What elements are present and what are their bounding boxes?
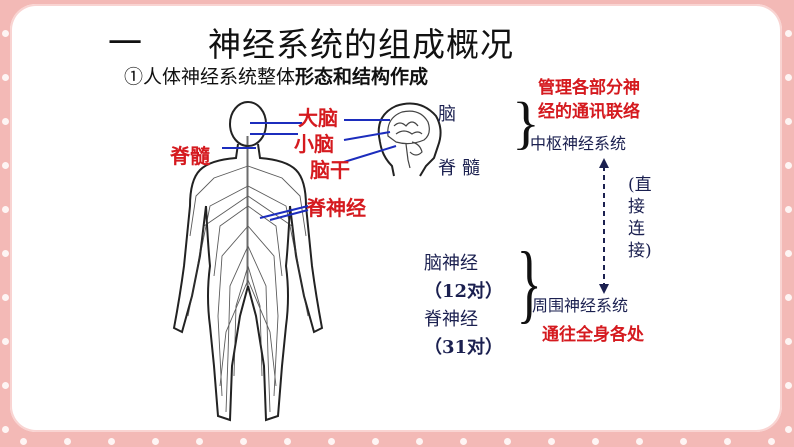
- decorative-dot: [328, 438, 335, 445]
- decorative-dot: [785, 382, 792, 389]
- decorative-dot: [2, 426, 9, 433]
- decorative-dot: [785, 74, 792, 81]
- decorative-dot: [2, 118, 9, 125]
- pns-spinal-nerve: 脊神经: [424, 309, 478, 330]
- label-spinal-cord: 脊髓: [170, 144, 210, 168]
- spinal-cord-pointer: [222, 147, 256, 149]
- label-cerebrum: 大脑: [298, 106, 338, 130]
- pns-brace-icon: }: [516, 235, 542, 332]
- slide-canvas: 一 神经系统的组成概况 ①人体神经系统整体形态和结构作成: [10, 4, 782, 432]
- pns-name: 周围神经系统: [532, 296, 629, 315]
- decorative-dot: [785, 250, 792, 257]
- label-spinal-nerve: 脊神经: [306, 196, 366, 220]
- decorative-dot: [2, 74, 9, 81]
- decorative-dot: [372, 438, 379, 445]
- decorative-dot: [768, 438, 775, 445]
- decorative-dot: [196, 438, 203, 445]
- title-dash: 一: [108, 24, 142, 64]
- label-pointer-lines: [250, 119, 397, 163]
- decorative-dot: [785, 294, 792, 301]
- decorative-dot: [2, 338, 9, 345]
- decorative-dot: [785, 338, 792, 345]
- decorative-dot: [2, 30, 9, 37]
- decorative-dot: [152, 438, 159, 445]
- human-body-nervous-system-illustration: [172, 101, 324, 422]
- page-title: 神经系统的组成概况: [208, 25, 514, 64]
- cns-spinal-cord: 脊髓: [438, 158, 486, 179]
- decorative-dot: [636, 438, 643, 445]
- pns-spinal-pairs: （31对）: [424, 337, 504, 358]
- dashed-double-arrow-icon: [599, 158, 609, 294]
- cns-brace-icon: }: [512, 90, 540, 155]
- cns-note: 管理各部分神 经的通讯联络: [538, 76, 640, 124]
- decorative-dot: [2, 294, 9, 301]
- decorative-dot: [2, 206, 9, 213]
- pns-cranial-pairs: （12对）: [424, 281, 504, 302]
- decorative-dot: [240, 438, 247, 445]
- subtitle: ①人体神经系统整体形态和结构作成: [124, 62, 428, 89]
- decorative-dot: [592, 438, 599, 445]
- pns-left: 脑神经 （12对） 脊神经 （31对）: [424, 250, 503, 362]
- decorative-dot: [785, 30, 792, 37]
- decorative-dot: [108, 438, 115, 445]
- decorative-dot: [460, 438, 467, 445]
- decorative-dot: [785, 206, 792, 213]
- label-brainstem: 脑干: [310, 158, 350, 182]
- cns-name: 中枢神经系统: [530, 134, 627, 153]
- decorative-dot: [680, 438, 687, 445]
- decorative-dot: [504, 438, 511, 445]
- decorative-dot: [2, 382, 9, 389]
- decorative-dot: [20, 438, 27, 445]
- subtitle-prefix: ①人体神经系统整体: [124, 66, 296, 88]
- decorative-dot: [724, 438, 731, 445]
- link-text: (直接连接): [628, 175, 652, 261]
- decorative-dot: [785, 118, 792, 125]
- decorative-dot: [548, 438, 555, 445]
- pns-cranial-nerve: 脑神经: [424, 253, 478, 274]
- label-cerebellum: 小脑: [294, 132, 334, 156]
- pns-note: 通往全身各处: [542, 325, 644, 345]
- spinal-nerve-pointer: [259, 205, 309, 221]
- decorative-dot: [416, 438, 423, 445]
- subtitle-suffix: 形态和结构作成: [295, 66, 429, 88]
- decorative-dot: [785, 162, 792, 169]
- decorative-dot: [64, 438, 71, 445]
- decorative-dot: [785, 426, 792, 433]
- decorative-dot: [2, 162, 9, 169]
- cns-note-line1: 管理各部分神: [538, 78, 640, 98]
- cns-note-line2: 经的通讯联络: [538, 102, 640, 122]
- decorative-dot: [2, 250, 9, 257]
- cns-brain: 脑: [438, 104, 456, 125]
- decorative-dot: [284, 438, 291, 445]
- brain-sagittal-illustration: [377, 102, 442, 177]
